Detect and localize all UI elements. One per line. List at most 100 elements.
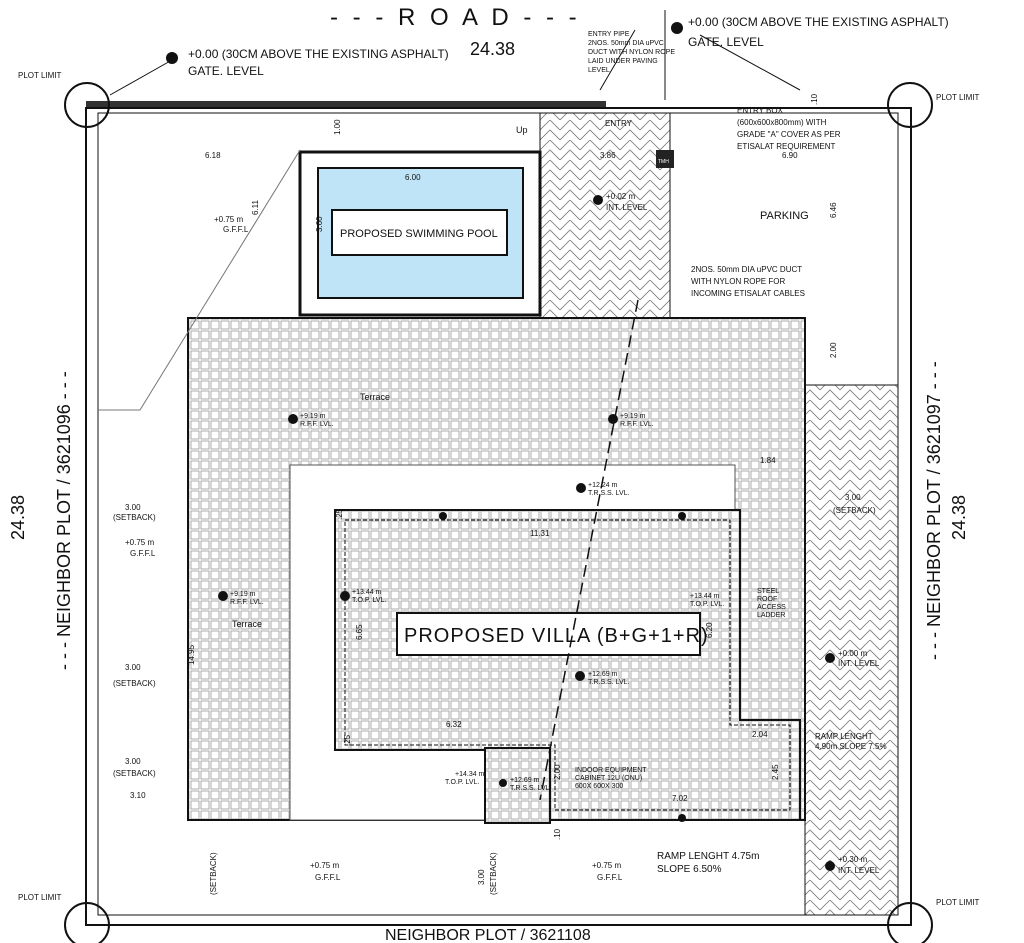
svg-text:6.11: 6.11 bbox=[251, 199, 260, 215]
left-plot-dim: 24.38 bbox=[8, 495, 28, 540]
entry-box-note: ENTRY BOX (600x600x800mm) WITH GRADE "A" C… bbox=[737, 106, 841, 151]
plot-limit-label-bl: PLOT LIMIT bbox=[18, 893, 62, 902]
stairs-up-label: Up bbox=[516, 125, 528, 135]
svg-text:ENTRY BOX: ENTRY BOX bbox=[737, 106, 784, 115]
pool-label-box bbox=[331, 209, 508, 256]
plot-limit-label-br: PLOT LIMIT bbox=[936, 898, 980, 907]
pool-deck bbox=[298, 150, 542, 317]
svg-text:2.45: 2.45 bbox=[771, 764, 780, 780]
svg-text:INT. LEVEL: INT. LEVEL bbox=[606, 203, 648, 212]
svg-text:3.00: 3.00 bbox=[125, 503, 141, 512]
svg-text:LADDER: LADDER bbox=[757, 612, 785, 619]
svg-text:2.04: 2.04 bbox=[752, 730, 768, 739]
gate-level-left-label: GATE. LEVEL bbox=[188, 64, 264, 78]
level-labels: +0.75 mG.F.F.L +0.75 mG.F.F.L +0.75 mG.F… bbox=[125, 192, 880, 882]
svg-text:G.F.F.L: G.F.F.L bbox=[223, 225, 249, 234]
neighbor-plot-left: - - - NEIGHBOR PLOT / 3621096 - - - bbox=[54, 371, 74, 670]
svg-text:T.R.S.S. LVL.: T.R.S.S. LVL. bbox=[510, 785, 552, 792]
svg-text:INT. LEVEL: INT. LEVEL bbox=[838, 659, 880, 668]
svg-text:T.O.P. LVL.: T.O.P. LVL. bbox=[445, 779, 479, 786]
svg-text:2.00: 2.00 bbox=[553, 764, 562, 780]
plot-boundary bbox=[85, 107, 912, 926]
svg-text:+14.34 m: +14.34 m bbox=[455, 771, 485, 778]
svg-text:2NOS. 50mm DIA uPVC: 2NOS. 50mm DIA uPVC bbox=[588, 40, 664, 47]
svg-text:WITH NYLON ROPE FOR: WITH NYLON ROPE FOR bbox=[691, 277, 785, 286]
svg-text:3.10: 3.10 bbox=[130, 791, 146, 800]
svg-text:1.00: 1.00 bbox=[333, 119, 342, 135]
svg-text:3.00: 3.00 bbox=[477, 869, 486, 885]
svg-text:+13.44 m: +13.44 m bbox=[690, 593, 720, 600]
svg-text:(SETBACK): (SETBACK) bbox=[113, 769, 156, 778]
road-fence bbox=[86, 101, 606, 107]
road-label: - - - R O A D - - - bbox=[330, 4, 581, 31]
plot-limit-label-tr: PLOT LIMIT bbox=[936, 93, 980, 102]
svg-text:DUCT WITH NYLON ROPE: DUCT WITH NYLON ROPE bbox=[588, 49, 675, 56]
svg-text:(SETBACK): (SETBACK) bbox=[113, 679, 156, 688]
svg-text:INCOMING ETISALAT CABLES: INCOMING ETISALAT CABLES bbox=[691, 289, 805, 298]
plot-limit-marker-tl bbox=[64, 82, 110, 128]
plot-limit-labels: PLOT LIMIT PLOT LIMIT PLOT LIMIT PLOT LI… bbox=[18, 71, 980, 907]
svg-text:+9.19 m: +9.19 m bbox=[620, 413, 646, 420]
svg-text:(SETBACK): (SETBACK) bbox=[209, 852, 218, 895]
svg-text:+0.02 m: +0.02 m bbox=[606, 192, 635, 201]
plot-limit-marker-bl bbox=[64, 902, 110, 943]
pool-label: PROPOSED SWIMMING POOL bbox=[340, 228, 498, 240]
parking-label: PARKING bbox=[760, 210, 809, 222]
plot-limit-marker-br bbox=[887, 902, 933, 943]
svg-text:R.F.F. LVL.: R.F.F. LVL. bbox=[230, 599, 264, 606]
svg-text:+13.44 m: +13.44 m bbox=[352, 589, 382, 596]
svg-text:11.31: 11.31 bbox=[530, 529, 550, 538]
svg-text:R.F.F. LVL.: R.F.F. LVL. bbox=[620, 421, 654, 428]
leader-lines bbox=[109, 10, 801, 100]
svg-text:14.95: 14.95 bbox=[187, 644, 196, 665]
svg-text:LEVEL: LEVEL bbox=[588, 67, 610, 74]
svg-text:GRADE "A" COVER AS PER: GRADE "A" COVER AS PER bbox=[737, 130, 841, 139]
svg-text:+9.19 m: +9.19 m bbox=[300, 413, 326, 420]
neighbor-plot-right: - - - NEIGHBOR PLOT / 3621097 - - - bbox=[924, 361, 944, 660]
svg-text:+0.75 m: +0.75 m bbox=[214, 215, 243, 224]
road-width-dim: 24.38 bbox=[470, 39, 515, 59]
gate-level-left-value: +0.00 (30CM ABOVE THE EXISTING ASPHALT) bbox=[188, 47, 449, 61]
pool-width-dim: 3.60 bbox=[315, 216, 324, 232]
roof-outline bbox=[334, 509, 801, 821]
svg-text:(600x600x800mm) WITH: (600x600x800mm) WITH bbox=[737, 118, 827, 127]
svg-text:INDOOR EQUIPMENT: INDOOR EQUIPMENT bbox=[575, 767, 647, 774]
entry-driveway bbox=[539, 112, 671, 319]
svg-text:+12.69 m: +12.69 m bbox=[510, 777, 540, 784]
svg-text:6.20: 6.20 bbox=[705, 622, 714, 638]
svg-text:RAMP LENGHT 4.75m: RAMP LENGHT 4.75m bbox=[657, 851, 759, 862]
duct-note: 2NOS. 50mm DIA uPVC DUCT WITH NYLON ROPE … bbox=[691, 265, 805, 298]
svg-text:.25: .25 bbox=[343, 734, 352, 746]
svg-text:T.R.S.S. LVL.: T.R.S.S. LVL. bbox=[588, 490, 630, 497]
svg-text:T.R.S.S. LVL.: T.R.S.S. LVL. bbox=[588, 679, 630, 686]
roof-parapet bbox=[344, 519, 791, 811]
svg-text:2NOS. 50mm DIA uPVC DUCT: 2NOS. 50mm DIA uPVC DUCT bbox=[691, 265, 802, 274]
svg-text:INT. LEVEL: INT. LEVEL bbox=[838, 866, 880, 875]
svg-text:(SETBACK): (SETBACK) bbox=[833, 506, 876, 515]
terrace-label-top: Terrace bbox=[360, 392, 390, 402]
svg-text:CABINET 12U (ONU): CABINET 12U (ONU) bbox=[575, 775, 642, 782]
svg-text:.25: .25 bbox=[335, 508, 344, 520]
svg-text:.10: .10 bbox=[553, 828, 562, 840]
svg-text:+9.19 m: +9.19 m bbox=[230, 591, 256, 598]
svg-text:7.02: 7.02 bbox=[672, 794, 688, 803]
svg-text:T.O.P. LVL.: T.O.P. LVL. bbox=[690, 601, 724, 608]
svg-text:STEEL: STEEL bbox=[757, 588, 779, 595]
svg-text:+0.00 m: +0.00 m bbox=[838, 649, 867, 658]
stair-core bbox=[484, 747, 551, 824]
neighbor-plot-bottom: NEIGHBOR PLOT / 3621108 bbox=[385, 927, 591, 943]
svg-text:6.46: 6.46 bbox=[829, 202, 838, 218]
svg-text:3.00: 3.00 bbox=[845, 493, 861, 502]
svg-text:+0.75 m: +0.75 m bbox=[592, 861, 621, 870]
right-plot-dim: 24.38 bbox=[949, 495, 969, 540]
setback-labels: 3.00 (SETBACK) 3.00 (SETBACK) 3.00 (SETBACK… bbox=[113, 493, 876, 895]
svg-text:6.32: 6.32 bbox=[446, 720, 462, 729]
svg-text:T.O.P. LVL.: T.O.P. LVL. bbox=[352, 597, 386, 604]
plot-limit-marker-tr bbox=[887, 82, 933, 128]
gate-level-right-value: +0.00 (30CM ABOVE THE EXISTING ASPHALT) bbox=[688, 15, 949, 29]
svg-text:6.65: 6.65 bbox=[355, 624, 364, 640]
